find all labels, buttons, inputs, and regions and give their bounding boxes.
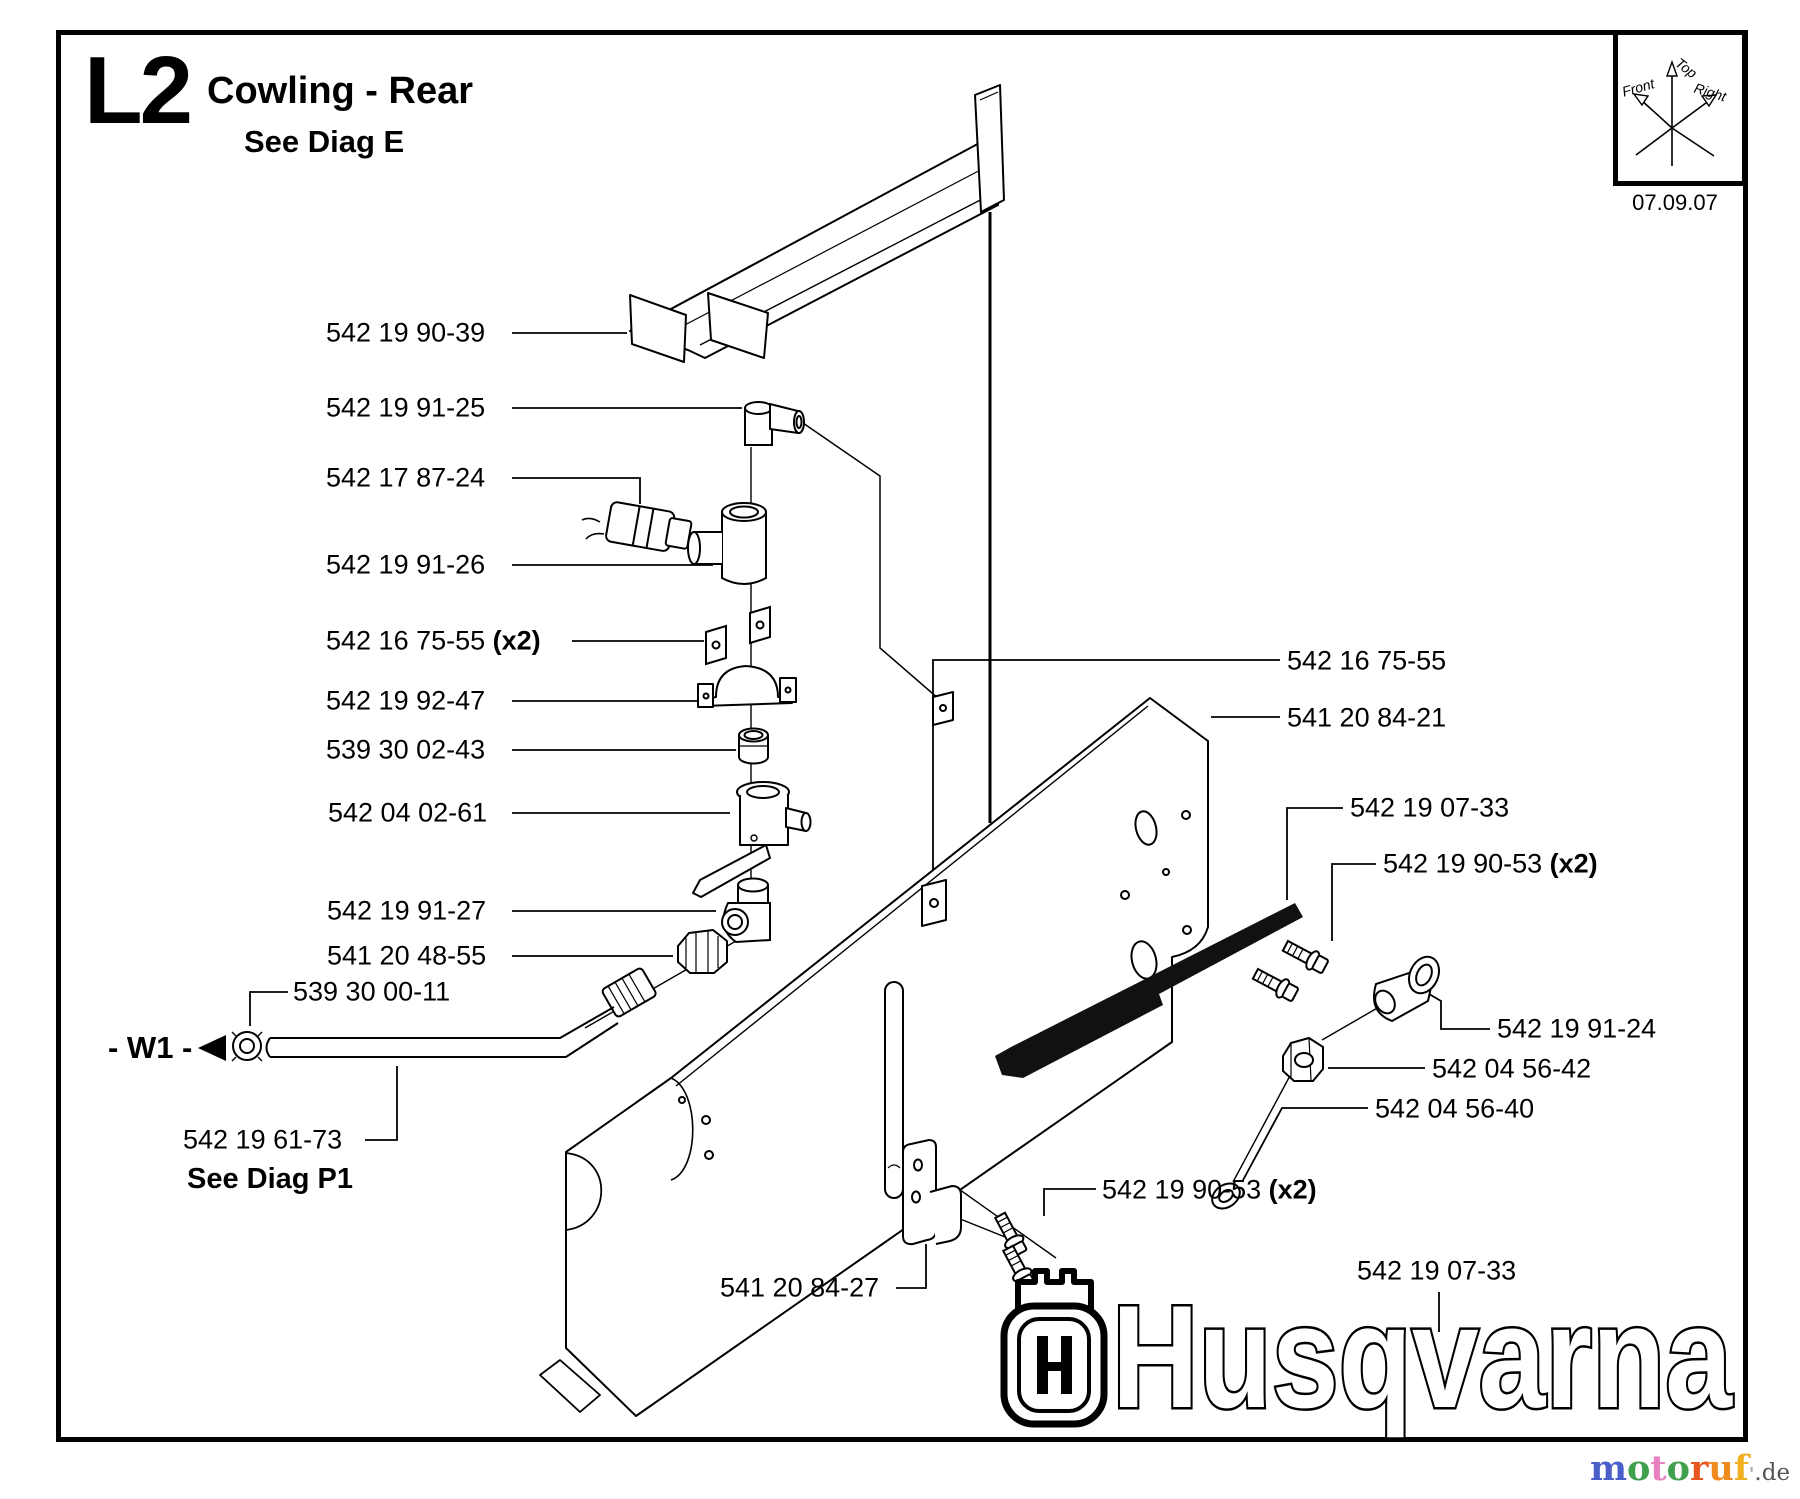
page-border <box>56 30 1748 1442</box>
part-sensor <box>581 501 717 552</box>
watermark-motoruf: motoruf'.de <box>1590 1448 1791 1489</box>
see-diag-note: See Diag P1 <box>187 1163 354 1195</box>
part-label: 542 16 75-55 (x2) <box>326 625 541 656</box>
part-hose <box>265 967 657 1058</box>
part-label: 541 20 48-55 <box>327 940 487 971</box>
crown-icon <box>1015 1268 1094 1312</box>
part-label: 541 20 84-27 <box>720 1272 880 1303</box>
part-label: 542 19 07-33 <box>1350 792 1510 823</box>
part-label: 539 30 02-43 <box>326 734 486 765</box>
part-elbow-top <box>744 401 805 446</box>
section-code: L2 <box>84 37 193 144</box>
part-channel-cowling <box>629 84 1005 363</box>
part-bushing <box>738 727 769 765</box>
part-label: 542 19 90-53 (x2) <box>1102 1174 1317 1205</box>
w1-arrow-icon <box>198 1035 226 1061</box>
wire-marker-w1: - W1 - <box>108 1030 193 1065</box>
part-label: 542 19 92-47 <box>326 685 486 716</box>
orientation-compass-box <box>1613 30 1747 186</box>
part-label: 542 19 90-39 <box>326 317 486 348</box>
part-label: 542 04 56-42 <box>1432 1053 1592 1084</box>
husqvarna-logo: Husqvarna <box>1000 1268 1736 1441</box>
part-elbow-right <box>1373 955 1441 1023</box>
see-diag-reference: See Diag E <box>244 124 405 159</box>
part-label: 542 19 61-73 <box>183 1124 343 1155</box>
part-hook-bracket <box>902 1139 962 1246</box>
h-emblem <box>1037 1336 1072 1394</box>
part-label: 542 19 91-27 <box>327 895 487 926</box>
part-small-nut <box>231 1031 263 1062</box>
part-label: 542 19 90-53 (x2) <box>1383 848 1598 879</box>
part-label: 542 19 91-26 <box>326 549 486 580</box>
revision-date: 07.09.07 <box>1632 190 1718 215</box>
part-valve <box>692 781 812 898</box>
part-screws-right <box>1251 939 1329 1002</box>
part-label: 542 04 02-61 <box>328 797 488 828</box>
page-title: Cowling - Rear <box>207 70 474 112</box>
part-label: 542 04 56-40 <box>1375 1093 1535 1124</box>
part-screws-bottom <box>993 1211 1036 1291</box>
part-tee-fitting <box>687 502 767 585</box>
part-rubber-strip <box>995 903 1303 1078</box>
part-label: 542 17 87-24 <box>326 462 486 493</box>
compass-top-label: Top <box>1672 54 1700 81</box>
part-washer <box>1211 1182 1241 1210</box>
part-label: 539 30 00-11 <box>293 976 451 1007</box>
part-label: 541 20 84-21 <box>1287 702 1447 733</box>
part-rear-panel <box>539 691 1209 1417</box>
part-coupling-nut <box>677 929 728 974</box>
part-clips <box>705 605 771 666</box>
part-clamp <box>697 665 797 708</box>
part-label: 542 16 75-55 <box>1287 645 1447 676</box>
part-elbow-lower <box>721 877 771 944</box>
part-label: 542 19 07-33 <box>1357 1255 1517 1286</box>
callout-lines <box>249 332 1490 1332</box>
part-hex-nut <box>1282 1037 1324 1082</box>
part-label: 542 19 91-25 <box>326 392 486 423</box>
watermark-suffix: .de <box>1754 1460 1791 1486</box>
brand-wordmark: Husqvarna <box>1112 1275 1733 1438</box>
part-label: 542 19 91-24 <box>1497 1013 1657 1044</box>
compass-axes-icon <box>1632 59 1718 166</box>
